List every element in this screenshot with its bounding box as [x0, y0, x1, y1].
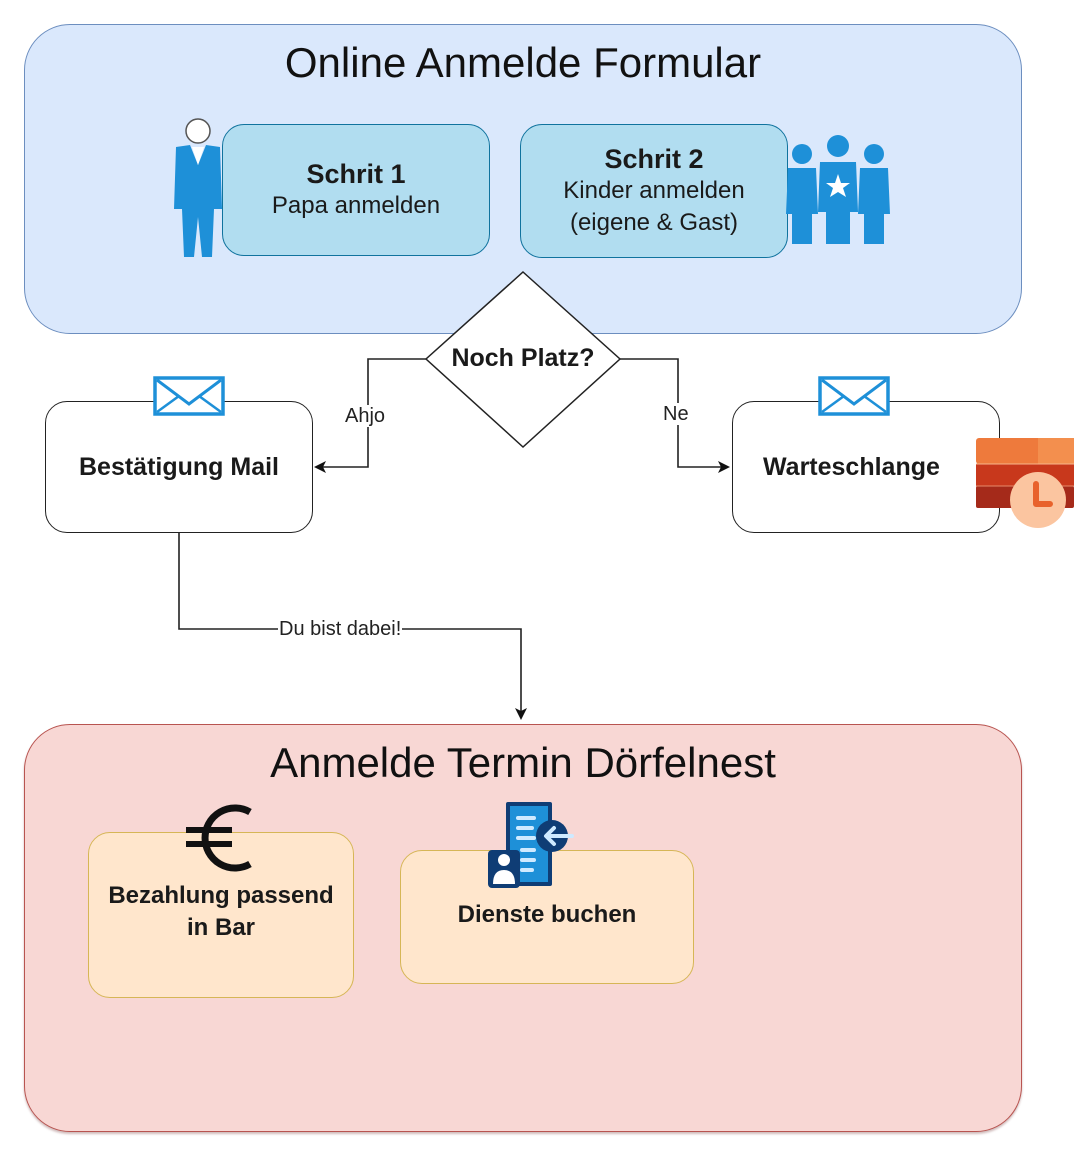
payment-line1: Bezahlung passend [108, 882, 334, 909]
online-form-title: Online Anmelde Formular [284, 39, 762, 86]
euro-icon [186, 804, 252, 872]
step1-box[interactable]: Schrit 1 Papa anmelden [222, 124, 490, 256]
step2-box[interactable]: Schrit 2 Kinder anmelden (eigene & Gast) [520, 124, 788, 258]
step2-line1: Kinder anmelden [563, 177, 745, 204]
step2-line2: (eigene & Gast) [569, 209, 739, 236]
person-icon [174, 118, 222, 257]
mail-icon [153, 376, 225, 416]
edge-yes-label: Ahjo [344, 405, 387, 427]
confirmation-mail-box[interactable]: Bestätigung Mail [45, 401, 313, 533]
confirmation-mail-label: Bestätigung Mail [78, 452, 279, 481]
decision-diamond[interactable] [424, 270, 622, 449]
waitlist-label: Warteschlange [763, 452, 940, 481]
queue-clock-icon [976, 438, 1074, 528]
payment-line2: in Bar [186, 914, 255, 941]
edge-confirm-label: Du bist dabei! [278, 618, 403, 640]
waitlist-box[interactable]: Warteschlange [732, 401, 1000, 533]
payment-box[interactable]: Bezahlung passend in Bar [88, 832, 354, 998]
services-label: Dienste buchen [457, 901, 637, 928]
waitlist-mail-icon [818, 376, 890, 416]
step2-title: Schrit 2 [604, 144, 704, 174]
group-icon [786, 135, 890, 244]
step1-title: Schrit 1 [306, 159, 406, 189]
edge-no-label: Ne [662, 403, 690, 425]
appointment-title: Anmelde Termin Dörfelnest [270, 739, 776, 786]
decision-label: Noch Platz? [451, 344, 595, 372]
service-booking-icon [488, 802, 574, 888]
step1-subtitle: Papa anmelden [271, 192, 441, 219]
